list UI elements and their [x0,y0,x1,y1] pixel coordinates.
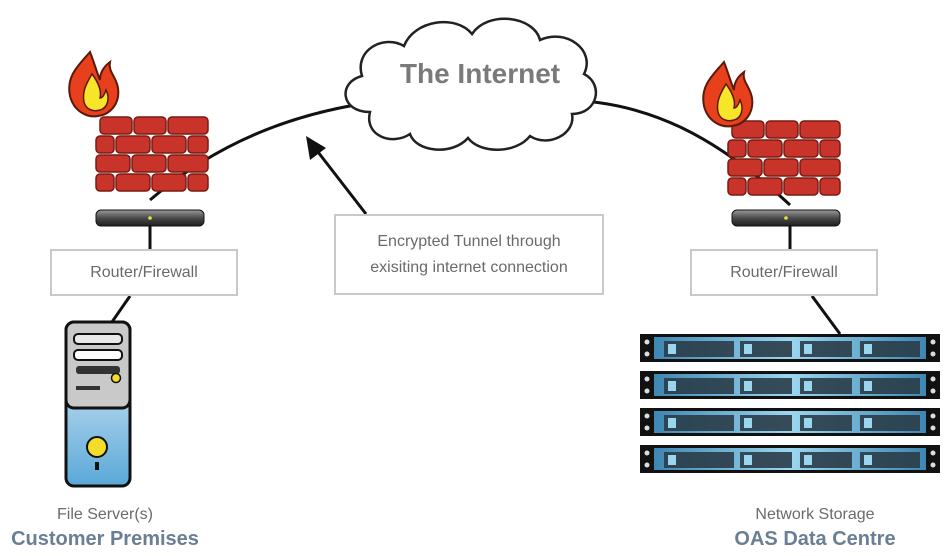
tunnel-arrow [306,136,368,215]
left-router-icon [95,209,205,227]
customer-premises-caption: Customer Premises [11,528,199,550]
right-site-caption: Network Storage OAS Data Centre [690,506,940,551]
tunnel-label: Encrypted Tunnel through exisiting inter… [334,214,604,295]
internet-label: The Internet [399,58,561,89]
file-server-caption: File Server(s) [56,506,153,523]
file-server-icon [64,320,132,488]
left-site-caption: File Server(s) Customer Premises [0,506,210,551]
left-router-firewall-label: Router/Firewall [50,249,238,296]
tunnel-label-line2: exisiting internet connection [370,258,568,276]
network-storage-caption: Network Storage [755,506,875,523]
right-router-firewall-label: Router/Firewall [690,249,878,296]
data-centre-caption: OAS Data Centre [734,528,896,550]
tunnel-label-line1: Encrypted Tunnel through [377,232,561,250]
network-storage-icon [640,334,940,473]
right-router-icon [731,209,841,227]
internet-cloud [344,17,598,151]
connection-right-label-to-storage [810,295,842,335]
right-firewall [702,61,841,227]
left-firewall [68,51,209,227]
